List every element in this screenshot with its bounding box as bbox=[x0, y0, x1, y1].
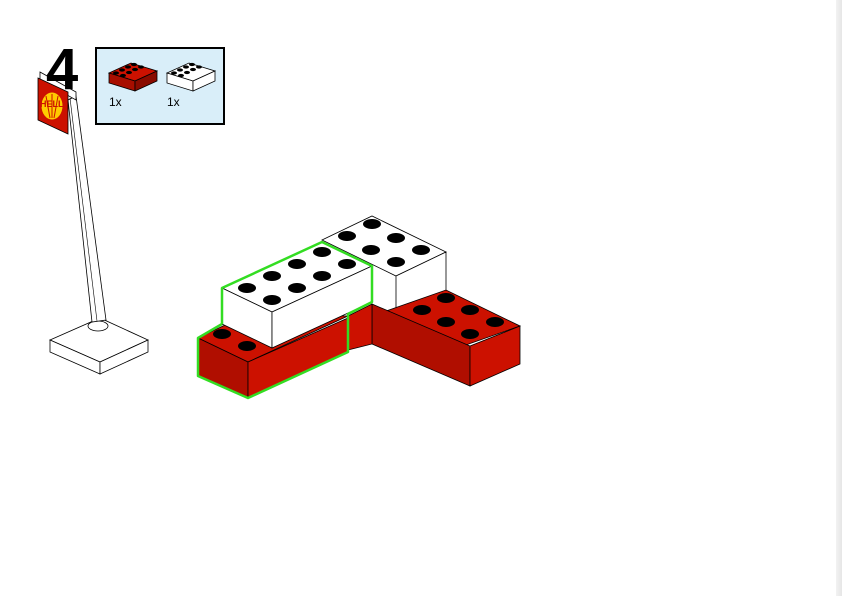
shell-logo-text: HELL bbox=[40, 99, 64, 109]
red-brick-icon bbox=[107, 62, 159, 92]
white-brick-icon bbox=[165, 62, 217, 92]
right-red-brick bbox=[347, 289, 522, 387]
part-red-brick: 1x bbox=[107, 59, 159, 109]
shell-logo: HELL bbox=[37, 77, 69, 135]
shell-sign: HELL bbox=[37, 71, 149, 375]
part-white-brick: 1x bbox=[165, 59, 217, 109]
part-quantity: 1x bbox=[167, 95, 180, 109]
studs bbox=[413, 293, 504, 339]
step-number: 4 bbox=[46, 37, 79, 102]
new-parts-highlight bbox=[196, 240, 374, 400]
parts-list-box: 1x 1x bbox=[95, 47, 225, 125]
part-quantity: 1x bbox=[109, 95, 122, 109]
studs bbox=[338, 219, 430, 267]
page-edge bbox=[836, 0, 842, 596]
studs bbox=[213, 329, 256, 351]
studs bbox=[238, 247, 356, 305]
